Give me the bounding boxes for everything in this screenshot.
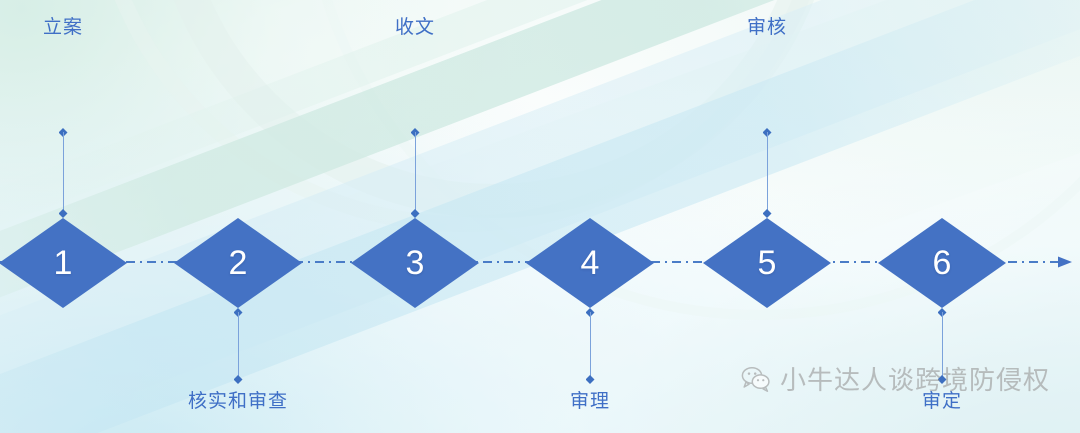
timeline-node-3[interactable]: 3 <box>351 218 479 308</box>
milestone-number: 6 <box>932 244 952 282</box>
milestone-stem <box>762 128 772 218</box>
milestone-diamond[interactable]: 1 <box>0 218 127 308</box>
milestone-label-6: 审定 <box>921 391 963 412</box>
milestone-label-3: 收文 <box>394 17 436 38</box>
stem-cap-bottom <box>762 209 772 218</box>
timeline-node-4[interactable]: 4 <box>526 218 654 308</box>
milestone-number: 3 <box>405 244 425 282</box>
milestone-number: 1 <box>53 244 73 282</box>
stem-rod <box>414 132 417 214</box>
stem-cap-bottom <box>937 375 947 384</box>
milestone-diamond[interactable]: 3 <box>351 218 479 308</box>
milestone-label-2: 核实和审查 <box>187 391 289 412</box>
stem-rod <box>766 132 769 214</box>
timeline-node-1[interactable]: 1 <box>0 218 127 308</box>
milestone-label-1: 立案 <box>42 17 84 38</box>
stem-cap-bottom <box>585 375 595 384</box>
milestone-stem <box>937 308 947 384</box>
milestone-stem <box>410 128 420 218</box>
milestone-stem <box>58 128 68 218</box>
milestone-label-4: 审理 <box>569 391 611 412</box>
watermark: 小牛达人谈跨境防侵权 <box>741 360 1050 397</box>
timeline-node-6[interactable]: 6 <box>878 218 1006 308</box>
milestone-stem <box>233 308 243 384</box>
milestone-number: 5 <box>757 244 777 282</box>
milestone-diamond[interactable]: 5 <box>703 218 831 308</box>
stem-cap-bottom <box>58 209 68 218</box>
milestone-number: 4 <box>580 244 600 282</box>
milestone-number: 2 <box>228 244 248 282</box>
milestone-label-5: 审核 <box>746 17 788 38</box>
stem-rod <box>237 312 240 380</box>
timeline-node-2[interactable]: 2 <box>174 218 302 308</box>
stem-rod <box>941 312 944 380</box>
stem-cap-bottom <box>233 375 243 384</box>
stem-rod <box>589 312 592 380</box>
timeline-arrowhead <box>1058 256 1072 268</box>
stem-cap-bottom <box>410 209 420 218</box>
milestone-stem <box>585 308 595 384</box>
milestone-diamond[interactable]: 6 <box>878 218 1006 308</box>
milestone-diamond[interactable]: 2 <box>174 218 302 308</box>
watermark-text: 小牛达人谈跨境防侵权 <box>780 365 1051 395</box>
timeline-node-5[interactable]: 5 <box>703 218 831 308</box>
stem-rod <box>62 132 65 214</box>
wechat-icon <box>741 366 771 392</box>
milestone-diamond[interactable]: 4 <box>526 218 654 308</box>
